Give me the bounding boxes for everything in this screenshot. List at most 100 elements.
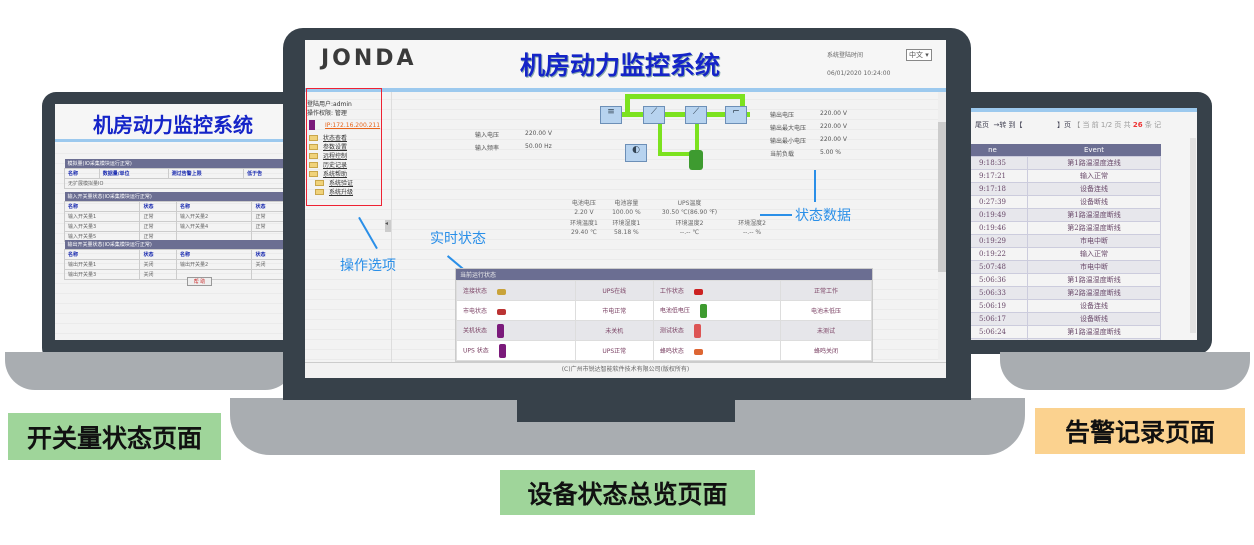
realtime-annotation: 实时状态	[430, 231, 486, 247]
battery-cell: 29.40 ℃	[571, 228, 597, 236]
time-cell: 9:17:18	[957, 181, 1028, 196]
column-header: 测过告警上限	[167, 168, 245, 179]
status-cell: 测试状态	[652, 320, 781, 341]
battery-red-icon	[693, 323, 701, 338]
center-screen: JONDA 机房动力监控系统 系统登陆时间 06/01/2020 10:24:0…	[305, 40, 946, 378]
status-caption: 当前运行状态	[456, 269, 872, 280]
status-text: 市电状态	[463, 308, 488, 315]
sidebar-border	[391, 92, 392, 378]
header-row: 名称数据量/单位测过告警上限低于告	[64, 168, 287, 179]
menu-item[interactable]: 系统升级	[309, 187, 381, 196]
table-row: 市电状态市电正常电池低电压电池未低压	[456, 300, 873, 321]
page-info: 【 当 前 1/2 页 共	[1073, 121, 1131, 129]
menu-item[interactable]: 系统验证	[309, 178, 381, 187]
login-time: 06/01/2020 10:24:00	[827, 70, 891, 77]
ip-link[interactable]: IP:172.16.200.211	[325, 121, 381, 129]
status-text: UPS正常	[602, 348, 627, 355]
scroll-thumb[interactable]	[938, 122, 946, 272]
table-caption: 输出开关量状态(IO采集模块运行正常)	[64, 240, 287, 250]
column-header: 状态	[251, 201, 287, 212]
status-text: 测试状态	[659, 327, 684, 334]
menu-item-label: 参数设置	[323, 144, 348, 151]
column-header: 状态	[139, 249, 177, 260]
user-label: 登陆用户:admin	[307, 101, 352, 108]
last-page-link[interactable]: 尾页	[975, 121, 989, 129]
language-select[interactable]: 中文 ▾	[906, 49, 932, 61]
folder-icon	[309, 134, 318, 141]
status-cell: 正常工作	[779, 280, 873, 301]
status-cell: 电池低电压	[652, 300, 781, 321]
event-cell: 输入正常	[1027, 168, 1161, 183]
arrow-icon	[358, 216, 378, 250]
value: 50.00 Hz	[525, 143, 552, 150]
status-text: 电池低电压	[659, 307, 690, 314]
center-scrollbar[interactable]	[938, 92, 946, 360]
battery-icon	[689, 150, 703, 170]
switch-page-label: 开关量状态页面	[8, 413, 221, 460]
table-row: 关机状态未关机测试状态未测试	[456, 320, 873, 341]
language-value: 中文	[909, 51, 923, 59]
column-header: 名称	[175, 249, 253, 260]
menu-item[interactable]: 状态查看	[309, 133, 381, 142]
table-cell	[175, 269, 253, 280]
table-cell: 关闭	[139, 269, 177, 280]
menu-item[interactable]: 远程控制	[309, 151, 381, 160]
folder-icon	[315, 188, 324, 195]
goto-link[interactable]: →转 到【	[993, 121, 1023, 129]
column-header: ne	[957, 144, 1028, 156]
right-scrollbar[interactable]	[1190, 138, 1196, 333]
left-header: 机房动力监控系统	[55, 104, 287, 144]
column-header: 名称	[63, 201, 141, 212]
value: 220.00 V	[820, 110, 848, 117]
value-row: 输出电压 220.00 V	[770, 110, 847, 123]
value-label: 当前负载	[770, 151, 795, 158]
footer: (C)广州市锐达智能软件技术有限公司(版权所有)	[305, 362, 946, 378]
menu-item[interactable]: 历史记录	[309, 160, 381, 169]
analog-table: 模拟量(IO采集模块运行正常)名称数据量/单位测过告警上限低于告无扩展模拟量IO	[64, 159, 287, 189]
table-cell: 输入开关量3	[63, 221, 141, 232]
event-cell: 第1路温湿度连线	[1027, 155, 1161, 170]
center-title: 机房动力监控系统	[520, 51, 721, 80]
collapse-sidebar-icon[interactable]: ◂	[385, 220, 391, 232]
value-row: 输入频率 50.00 Hz	[475, 143, 552, 156]
menu-item[interactable]: 系统帮助	[309, 169, 381, 178]
sidebar: 登陆用户:admin 操作权限: 管理 IP:172.16.200.211 状态…	[306, 88, 382, 206]
status-cell: 电池未低压	[779, 300, 873, 321]
event-cell: 市电中断	[1027, 259, 1161, 274]
table-cell: 关闭	[251, 259, 287, 270]
login-time-label: 系统登陆时间	[827, 52, 864, 59]
table-cell: 输入开关量1	[63, 211, 141, 222]
battery-cell: 电池电压	[571, 199, 596, 207]
center-header: JONDA 机房动力监控系统 系统登陆时间 06/01/2020 10:24:0…	[305, 40, 946, 88]
event-cell: 第1路温湿度断线	[1027, 272, 1161, 287]
column-header: 数据量/单位	[98, 168, 169, 179]
menu-item-label: 系统验证	[329, 180, 354, 187]
table-cell: 输入开关量2	[175, 211, 253, 222]
logo: JONDA	[321, 46, 417, 71]
header-row: 名称状态名称状态	[63, 249, 287, 260]
help-button[interactable]: 帮 助	[187, 277, 212, 286]
folder-icon	[309, 143, 318, 150]
value-label: 输入频率	[475, 145, 500, 152]
status-cell: 未测试	[779, 320, 873, 341]
event-cell: 输入正常	[1027, 246, 1161, 261]
value: 220.00 V	[820, 136, 848, 143]
status-data-annotation: 状态数据	[795, 208, 851, 224]
status-cell: UPS 状态	[456, 340, 576, 361]
battery-cell: 58.18 %	[613, 228, 639, 236]
menu-item[interactable]: 参数设置	[309, 142, 381, 151]
value-label: 输出电压	[770, 112, 795, 119]
